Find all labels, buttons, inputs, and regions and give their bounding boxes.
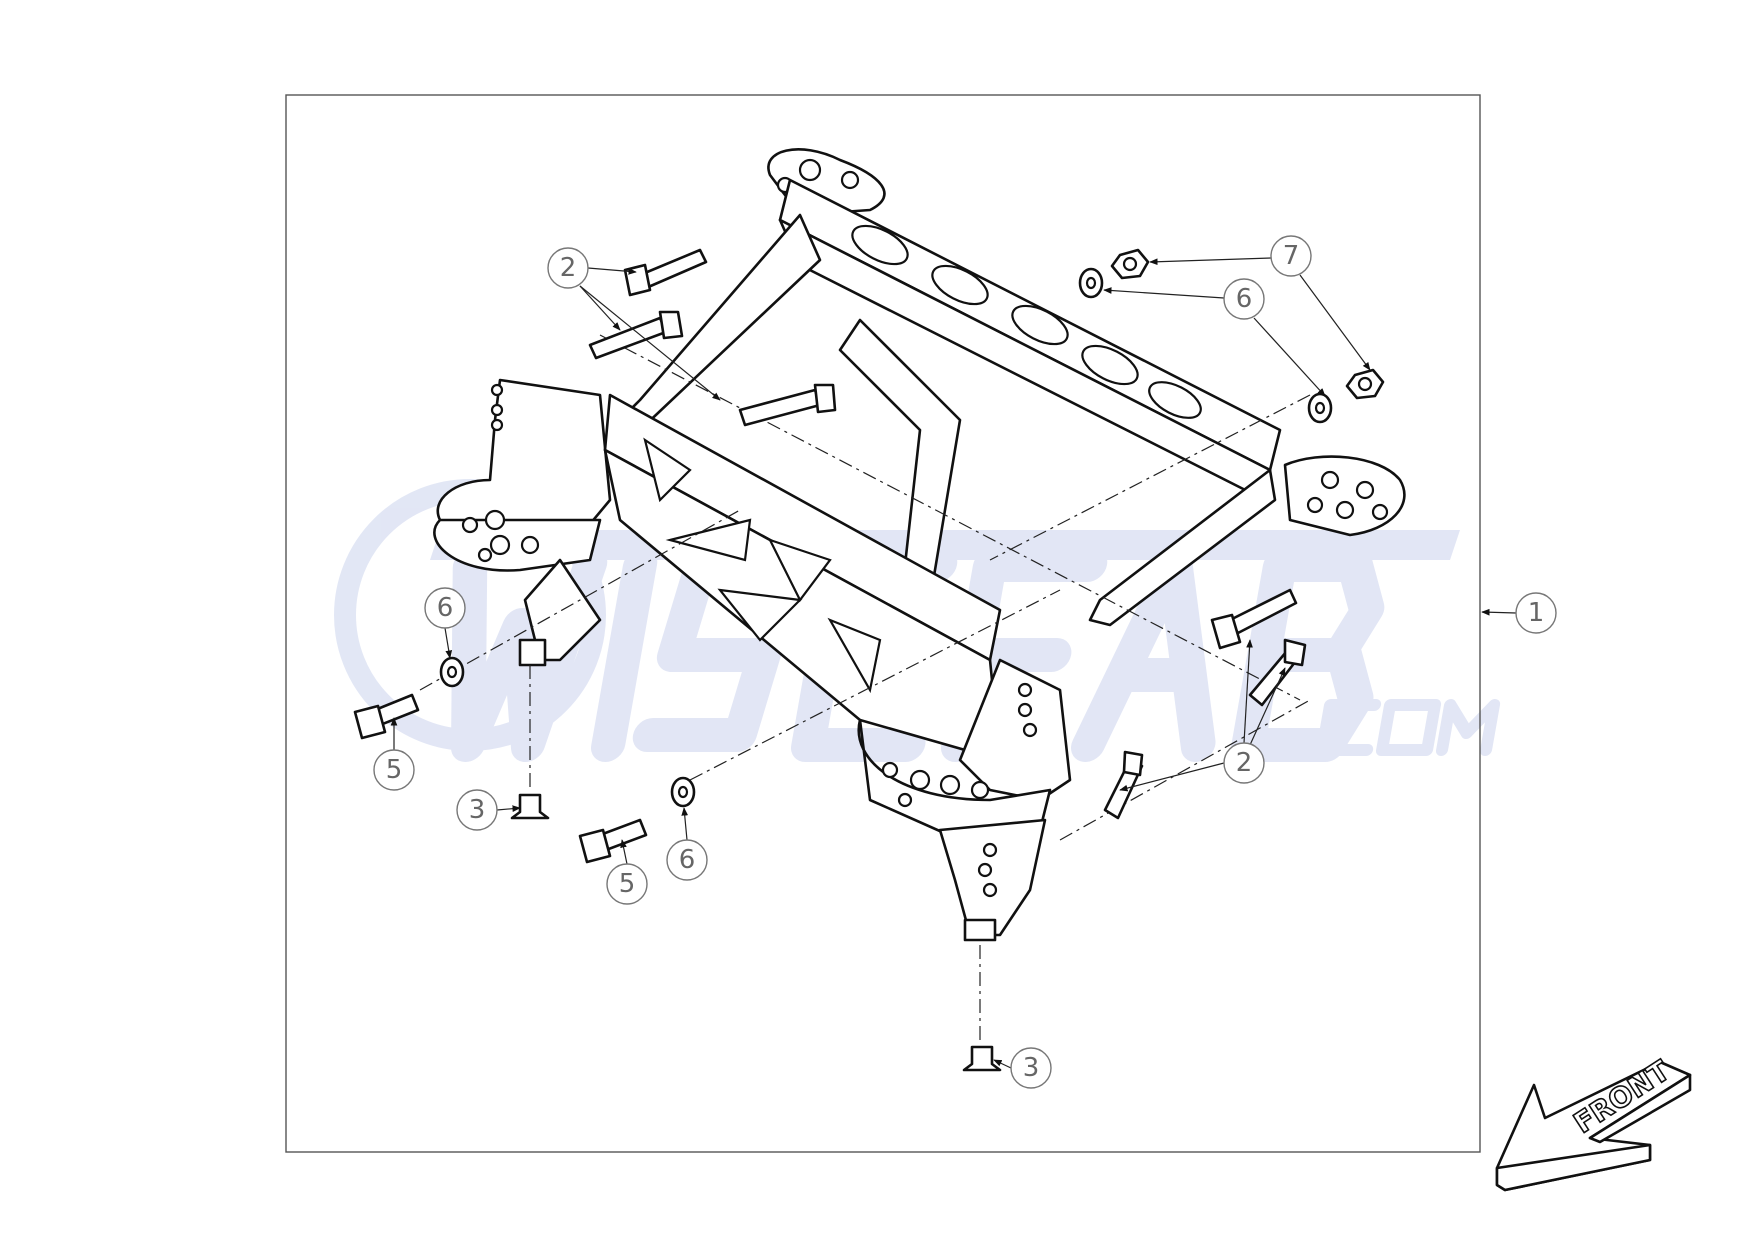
- svg-text:7: 7: [1283, 241, 1300, 271]
- balloon-part-2-bottom: 2: [1223, 742, 1265, 784]
- bolts-part-5: [353, 693, 648, 864]
- balloon-part-5-mid: 5: [606, 863, 648, 905]
- svg-text:5: 5: [386, 755, 403, 785]
- svg-text:2: 2: [1236, 748, 1253, 778]
- svg-text:2: 2: [560, 253, 577, 283]
- front-direction-arrow-icon: FRONT: [1495, 1053, 1692, 1192]
- balloon-part-1: 1: [1515, 592, 1557, 634]
- balloon-part-7: 7: [1270, 235, 1312, 277]
- nuts-part-7: [1110, 248, 1385, 400]
- balloon-part-6-left: 6: [424, 587, 466, 629]
- svg-text:3: 3: [1023, 1053, 1040, 1083]
- subframe-part-1: [433, 148, 1406, 942]
- svg-text:6: 6: [679, 845, 696, 875]
- svg-text:3: 3: [469, 795, 486, 825]
- svg-text:5: 5: [619, 869, 636, 899]
- balloon-part-6-top: 6: [1223, 278, 1265, 320]
- balloon-part-5-left: 5: [373, 749, 415, 791]
- svg-text:6: 6: [1236, 284, 1253, 314]
- assembly-centerlines: [419, 334, 1311, 1040]
- svg-text:6: 6: [437, 593, 454, 623]
- balloon-part-2-top: 2: [547, 247, 589, 289]
- balloon-part-3-left: 3: [456, 789, 498, 831]
- washers-part-6: [439, 267, 1333, 808]
- svg-text:1: 1: [1528, 598, 1545, 628]
- balloon-leaders: [390, 257, 1517, 1069]
- bushing-pins-part-3: [510, 793, 1002, 1072]
- bolts-part-2: [588, 248, 1307, 820]
- balloon-part-3-right: 3: [1010, 1047, 1052, 1089]
- drawing-frame-border: [285, 94, 1481, 1153]
- balloon-part-6-mid: 6: [666, 839, 708, 881]
